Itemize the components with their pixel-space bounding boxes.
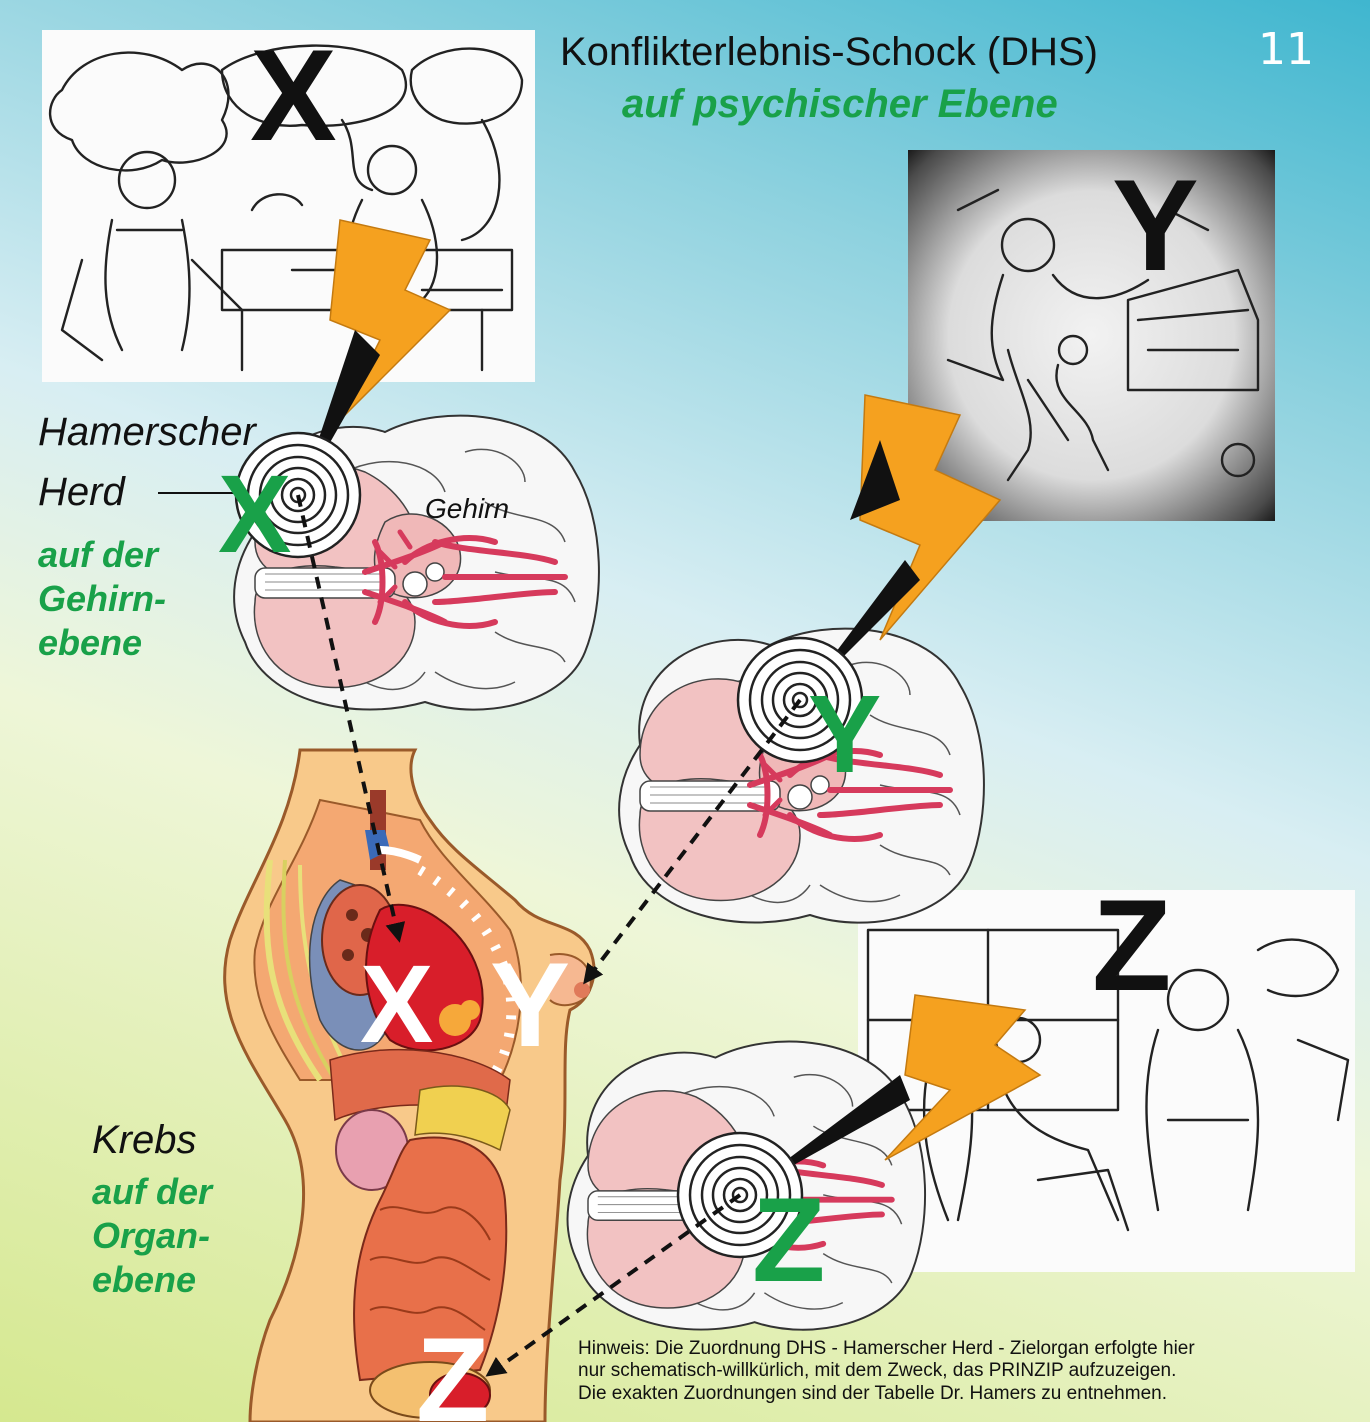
brain-level-caption-line3: ebene	[38, 621, 166, 665]
letter-y-brain: Y	[808, 680, 881, 790]
organ-level-caption: auf der Organ- ebene	[92, 1170, 212, 1302]
brain-level-caption: auf der Gehirn- ebene	[38, 533, 166, 665]
letter-x-organ: X	[360, 950, 433, 1060]
organ-level-caption-line3: ebene	[92, 1258, 212, 1302]
letter-x-brain: X	[218, 460, 291, 570]
brain-level-caption-line2: Gehirn-	[38, 577, 166, 621]
organ-level-caption-line1: auf der	[92, 1170, 212, 1214]
brain-level-caption-line1: auf der	[38, 533, 166, 577]
footnote-line3: Die exakten Zuordnungen sind der Tabelle…	[578, 1383, 1328, 1405]
herd-label: Herd	[38, 470, 125, 515]
torso-organs-illustration	[225, 750, 594, 1422]
krebs-label: Krebs	[92, 1118, 197, 1163]
gehirn-label: Gehirn	[425, 493, 509, 525]
letter-y-organ: Y	[490, 945, 570, 1065]
organ-level-caption-line2: Organ-	[92, 1214, 212, 1258]
hamerscher-label: Hamerscher	[38, 410, 256, 455]
letter-z-brain: Z	[752, 1180, 825, 1300]
footnote-line2: nur schematisch-willkürlich, mit dem Zwe…	[578, 1360, 1328, 1382]
footnote: Hinweis: Die Zuordnung DHS - Hamerscher …	[578, 1338, 1328, 1405]
letter-z-organ: Z	[416, 1320, 489, 1422]
footnote-line1: Hinweis: Die Zuordnung DHS - Hamerscher …	[578, 1338, 1328, 1360]
